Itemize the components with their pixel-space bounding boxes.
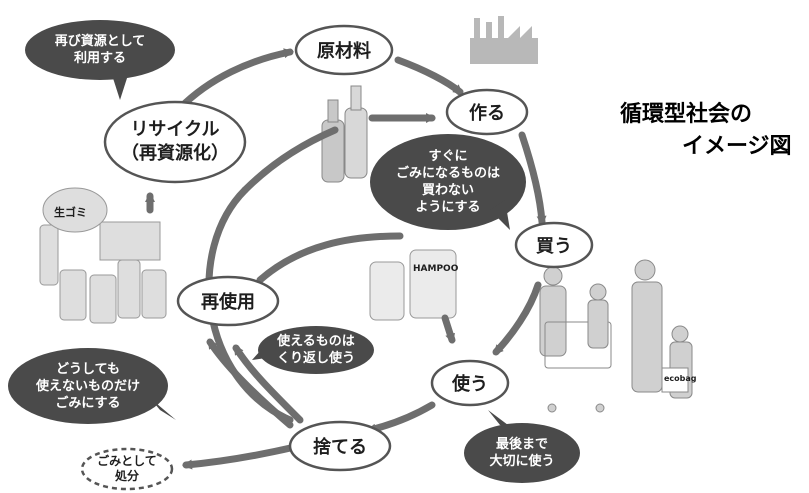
family-illustration [539, 259, 693, 413]
stage-discard: 捨てる [313, 437, 367, 458]
recyclables-illustration [39, 187, 167, 324]
bubble-reuse-note: 使えるものは くり返し使う [276, 334, 355, 366]
speech-bubbles [8, 20, 580, 483]
stage-dispose: ごみとして 処分 [97, 454, 157, 483]
shampoo-label: HAMPOO [413, 264, 459, 274]
ecobag-label: ecobag [664, 374, 697, 383]
bubble-discard-note: どうしても 使えないものだけ ごみにする [35, 361, 140, 411]
factory-illustration [470, 16, 538, 64]
stage-ellipses [80, 24, 594, 491]
bubble-use-note: 最後まで 大切に使う [489, 437, 555, 469]
garbage-label: 生ゴミ [54, 206, 87, 219]
stage-reuse: 再使用 [201, 292, 255, 313]
diagram-title-line1: 循環型社会の [620, 102, 753, 127]
bubble-buy-note: すぐに ごみになるものは 買わない ようにする [395, 149, 500, 215]
stage-raw-material: 原材料 [317, 41, 371, 62]
diagram-title-line2: イメージ図 [682, 134, 792, 159]
bubble-recycle-note: 再び資源として 利用する [54, 34, 146, 66]
stage-make: 作る [469, 103, 505, 124]
stage-buy: 買う [536, 236, 572, 257]
stage-use: 使う [452, 374, 488, 395]
stage-recycle: リサイクル （再資源化） [121, 119, 229, 164]
shampoo-illustration [369, 249, 457, 321]
